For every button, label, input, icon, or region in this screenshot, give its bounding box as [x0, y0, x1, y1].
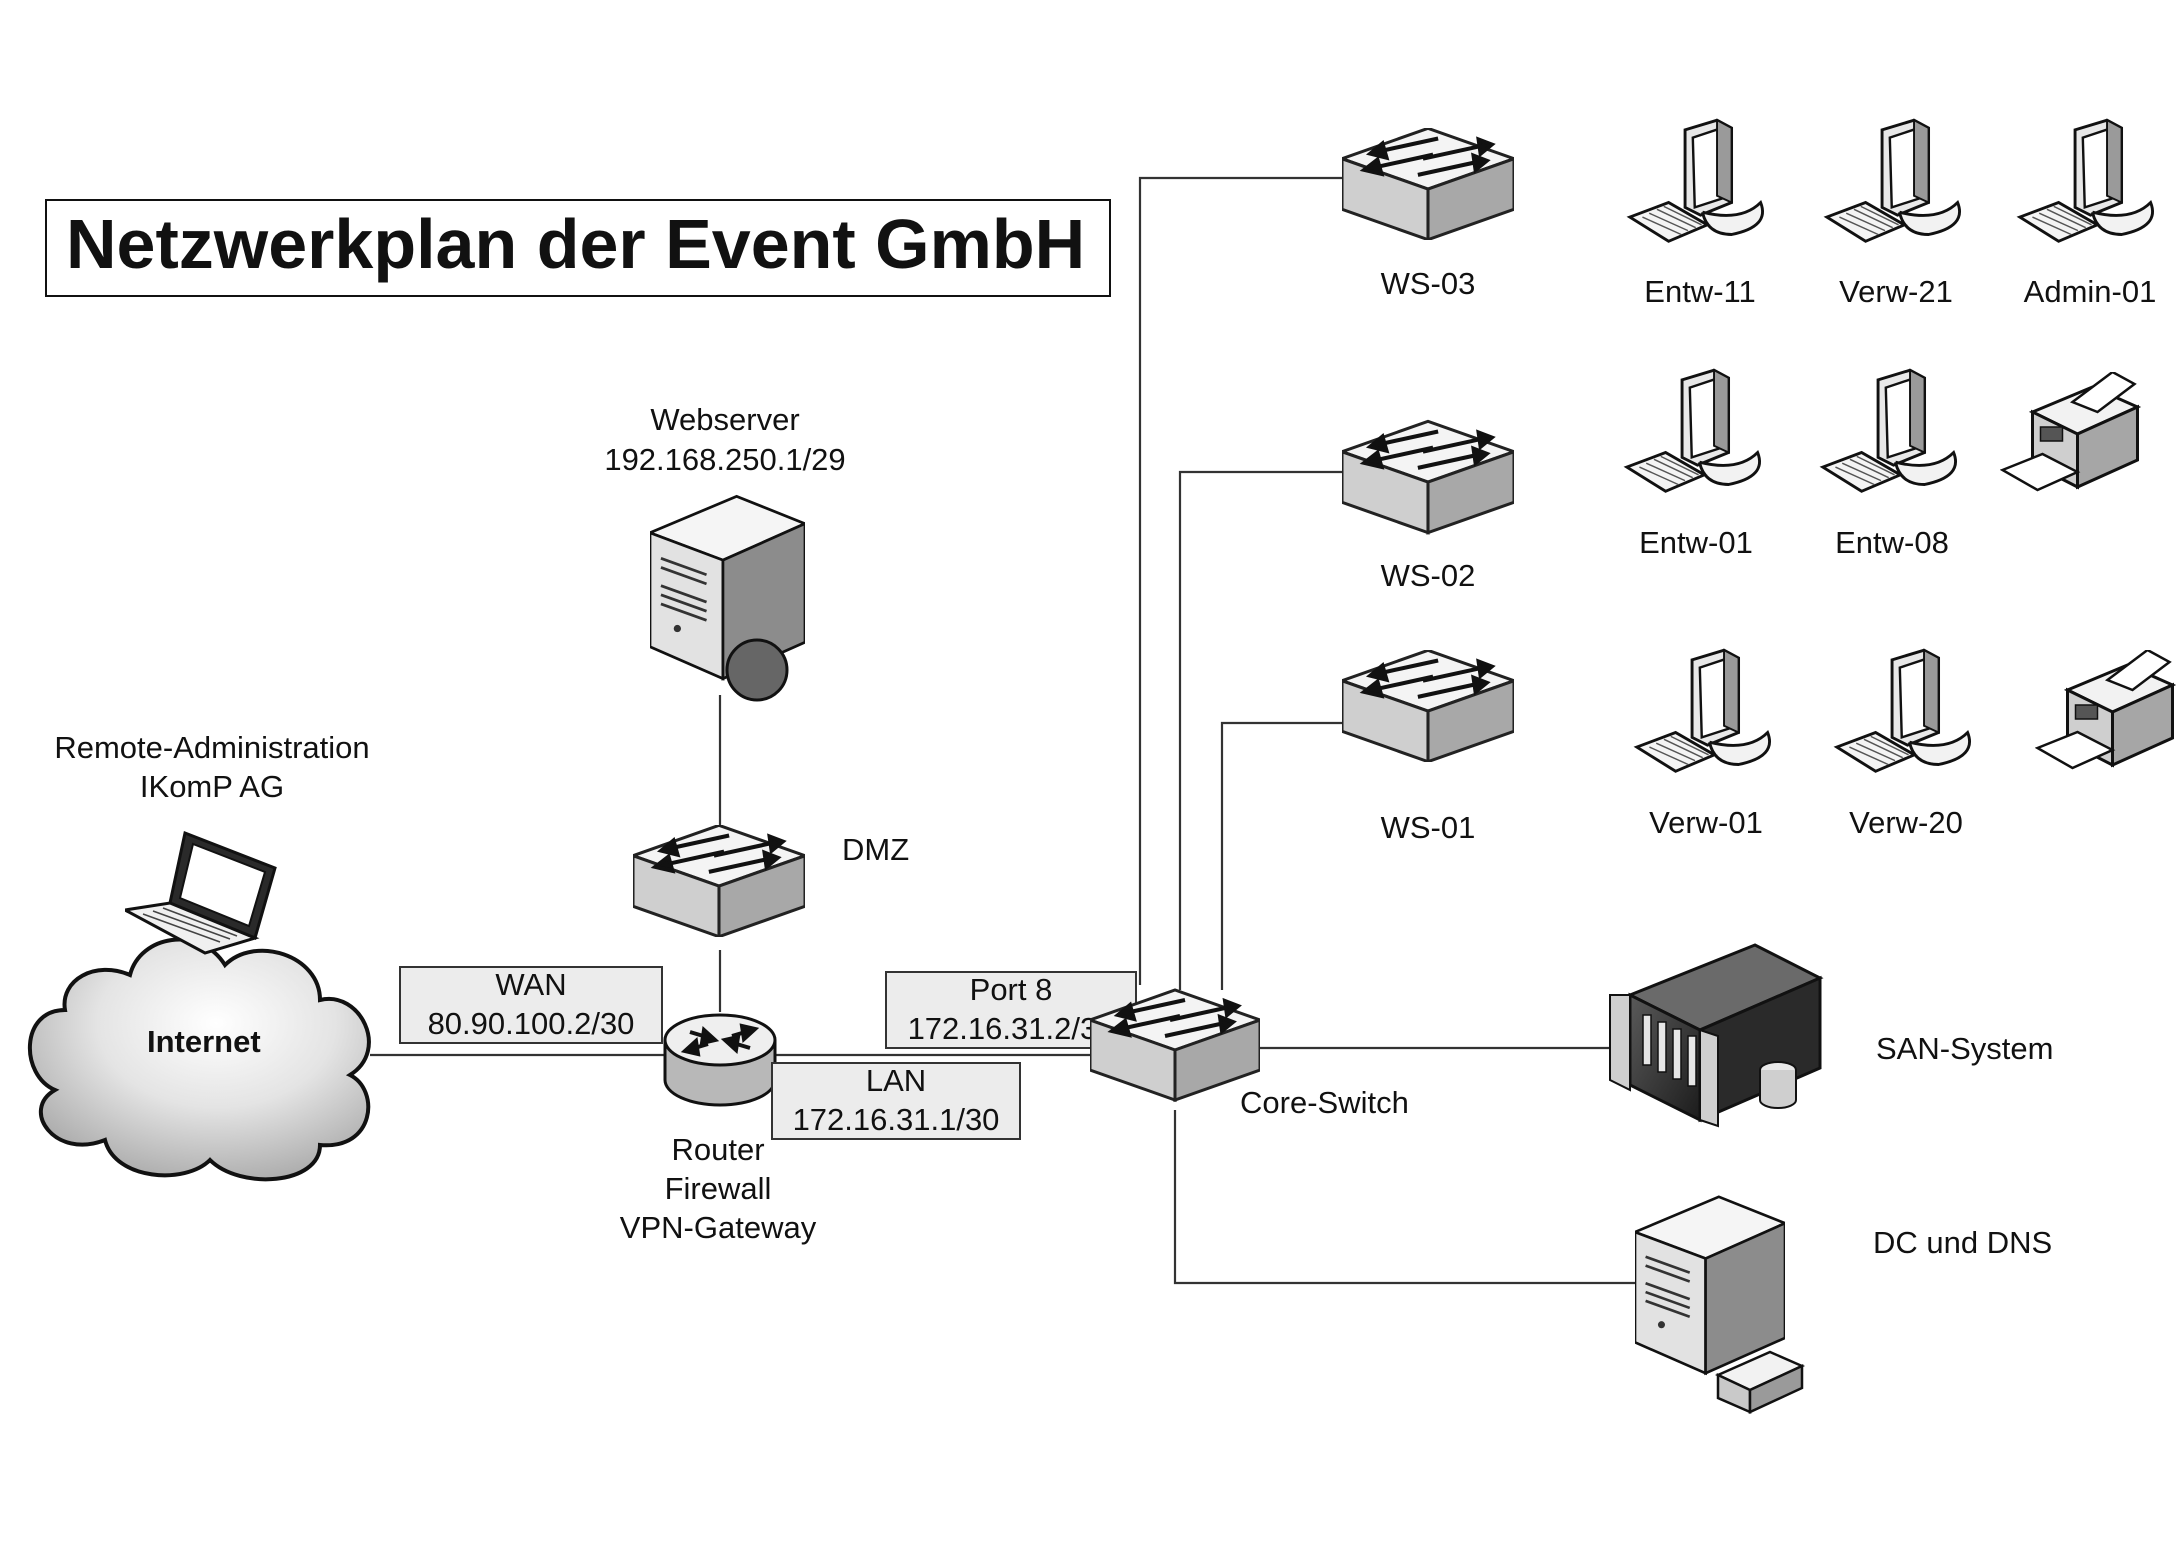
entw11-label: Entw-11: [1644, 274, 1755, 309]
page-title: Netzwerkplan der Event GmbH: [66, 205, 1085, 283]
wan-ip: 80.90.100.2/30: [428, 1006, 635, 1041]
remote-admin-label: Remote-Administration: [54, 730, 369, 765]
remote-admin-company: IKomP AG: [140, 769, 284, 804]
title-box: [45, 199, 1111, 297]
wan-label: WAN: [495, 967, 566, 1002]
webserver-name: Webserver: [650, 402, 799, 437]
router-icon: [665, 1015, 775, 1105]
admin01-pc-icon: [2018, 118, 2155, 243]
verw20-pc-icon: [1835, 648, 1972, 773]
ws02-switch-icon: [1342, 421, 1514, 532]
verw01-pc-icon: [1635, 648, 1772, 773]
firewall-label: Firewall: [665, 1171, 772, 1206]
san-label: SAN-System: [1876, 1031, 2053, 1066]
dmz-switch-icon: [633, 825, 805, 936]
verw21-label: Verw-21: [1839, 274, 1953, 309]
internet-label: Internet: [147, 1024, 261, 1059]
ws01-label: WS-01: [1381, 810, 1476, 845]
verw20-label: Verw-20: [1849, 805, 1963, 840]
core-switch-label: Core-Switch: [1240, 1085, 1409, 1120]
lan-ip: 172.16.31.1/30: [793, 1102, 1000, 1137]
tape-drive-icon: [1714, 1350, 1806, 1414]
vpn-gateway-label: VPN-Gateway: [620, 1210, 817, 1245]
verw21-pc-icon: [1825, 118, 1962, 243]
router-label: Router: [671, 1132, 764, 1167]
dc-server-icon: [1635, 1195, 1785, 1375]
ws03-switch-icon: [1342, 128, 1514, 239]
port8-ip: 172.16.31.2/30: [908, 1011, 1115, 1046]
lan-label: LAN: [866, 1063, 926, 1098]
ws01-switch-icon: [1342, 650, 1514, 761]
port8-label: Port 8: [970, 972, 1053, 1007]
globe-icon: [725, 638, 789, 702]
verw01-label: Verw-01: [1649, 805, 1763, 840]
admin01-label: Admin-01: [2024, 274, 2157, 309]
internet-cloud: [27, 937, 371, 1182]
dmz-label: DMZ: [842, 832, 909, 867]
webserver-ip: 192.168.250.1/29: [604, 442, 845, 477]
laptop-icon: [125, 831, 277, 955]
connection-lines: [370, 176, 1640, 1285]
entw08-label: Entw-08: [1835, 525, 1949, 560]
lan-box: [771, 1062, 1021, 1140]
entw01-pc-icon: [1625, 368, 1762, 493]
dc-label: DC und DNS: [1873, 1225, 2052, 1260]
san-icon: [1609, 943, 1824, 1128]
entw01-label: Entw-01: [1639, 525, 1753, 560]
ws02-label: WS-02: [1381, 558, 1476, 593]
printer-icon: [2000, 372, 2140, 492]
ws03-label: WS-03: [1381, 266, 1476, 301]
wan-box: [399, 966, 663, 1044]
printer-icon: [2035, 650, 2175, 770]
entw11-pc-icon: [1628, 118, 1765, 243]
entw08-pc-icon: [1821, 368, 1958, 493]
